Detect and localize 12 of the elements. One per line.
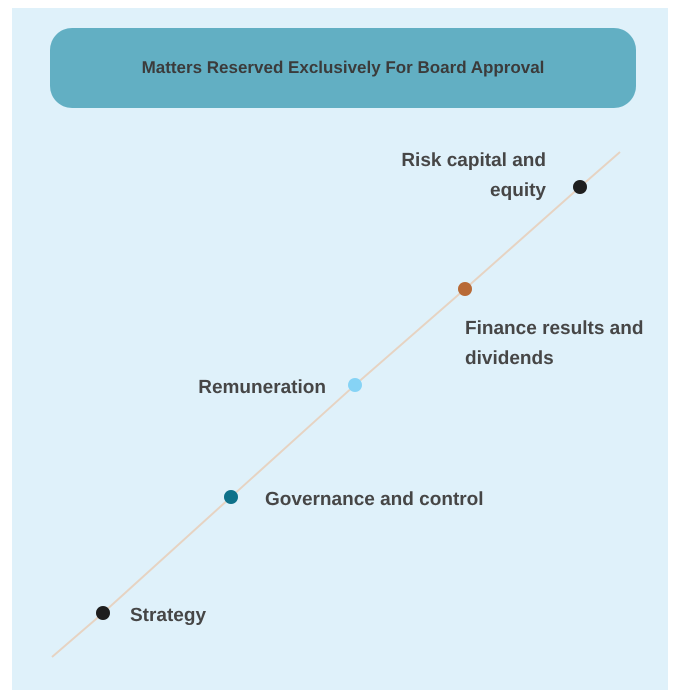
item-label: Risk capital and equity	[400, 149, 546, 203]
title: Matters Reserved Exclusively For Board Approval	[142, 57, 544, 80]
connector-line	[51, 616, 98, 658]
connector-line	[360, 292, 460, 382]
item-label: Finance results and dividends	[465, 317, 644, 371]
connector-line	[470, 190, 576, 286]
connector-line	[108, 500, 226, 610]
item-label: Strategy	[130, 604, 208, 628]
item-label: Governance and control	[265, 488, 485, 512]
connector-line	[584, 151, 621, 184]
item-label: Remuneration	[197, 376, 326, 400]
connector-line	[236, 388, 350, 494]
